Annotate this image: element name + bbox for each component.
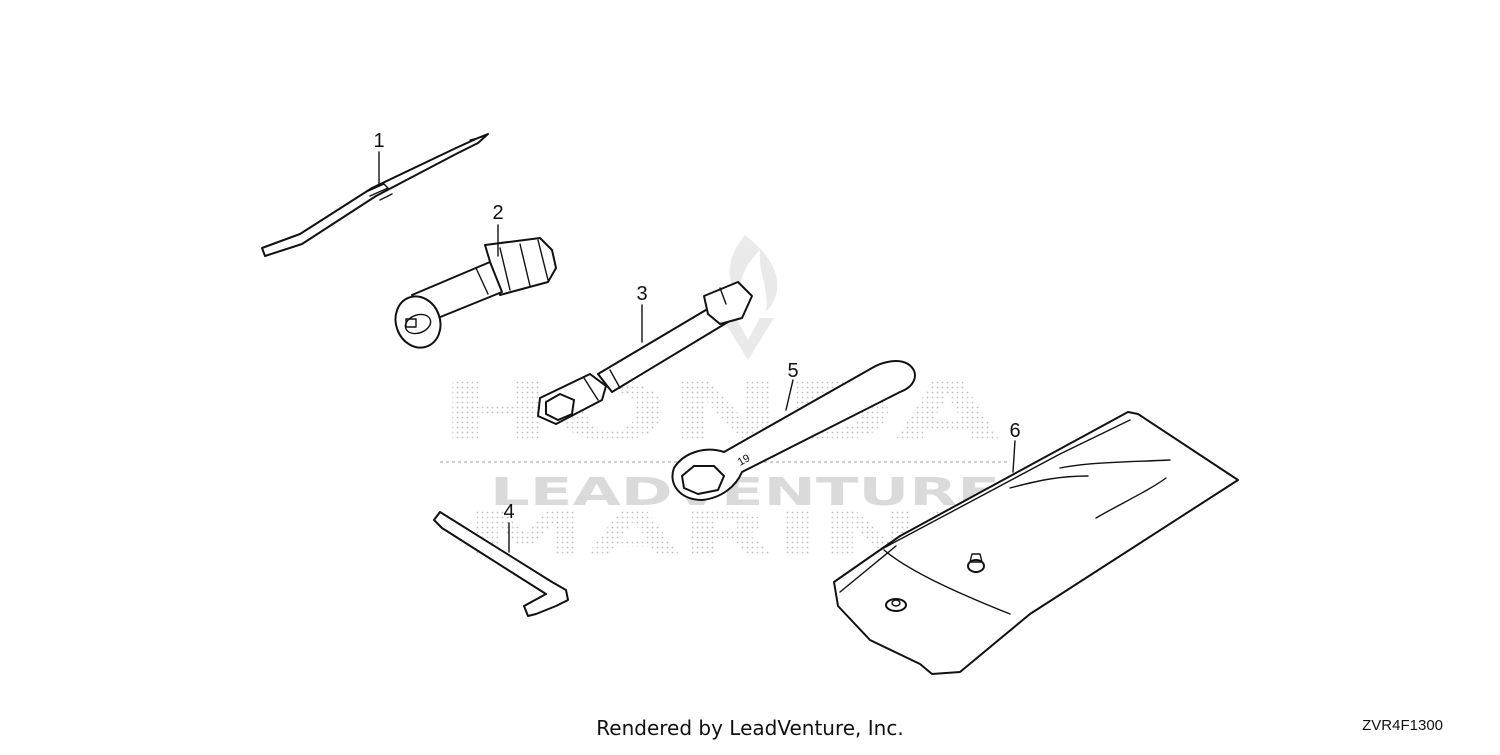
callout-3: 3 bbox=[636, 283, 647, 305]
part-3-box-wrench[interactable] bbox=[537, 281, 753, 425]
callout-6: 6 bbox=[1009, 420, 1020, 442]
watermark-line2: LEADVENTURE bbox=[490, 470, 1000, 514]
part-1-screwdriver[interactable] bbox=[261, 133, 489, 257]
watermark-line1: HONDA bbox=[440, 366, 1000, 459]
part-2-socket-adapter[interactable] bbox=[388, 237, 557, 354]
callout-1: 1 bbox=[373, 130, 384, 152]
part-4-hex-key[interactable] bbox=[433, 511, 569, 617]
part-5-ring-spanner[interactable]: 19 bbox=[671, 360, 916, 501]
callout-2: 2 bbox=[492, 202, 503, 224]
drawing-code: ZVR4F1300 bbox=[1362, 717, 1443, 734]
credit-text: Rendered by LeadVenture, Inc. bbox=[596, 716, 904, 740]
callout-5: 5 bbox=[787, 360, 798, 382]
watermark-logo bbox=[722, 235, 778, 360]
callout-4: 4 bbox=[503, 501, 514, 523]
part-6-tool-bag[interactable] bbox=[833, 411, 1239, 675]
wrench-stamp: 19 bbox=[736, 452, 752, 468]
